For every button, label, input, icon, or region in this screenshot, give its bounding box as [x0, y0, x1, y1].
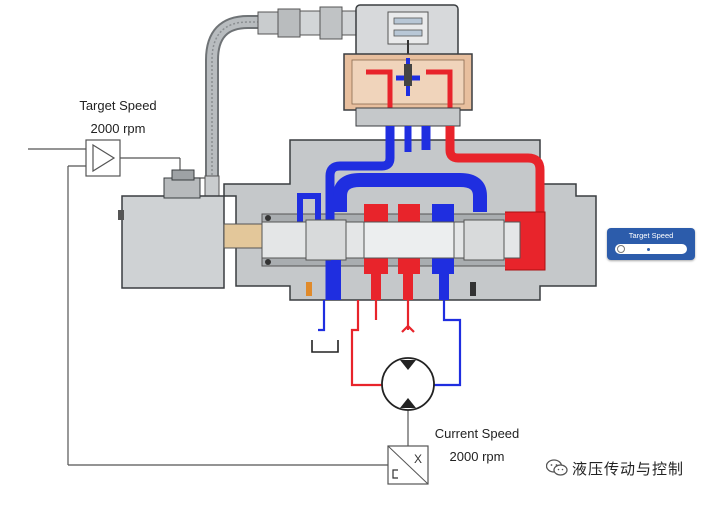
current-speed-value: 2000 rpm: [449, 449, 505, 464]
pilot-valve: [343, 4, 473, 127]
watermark: 液压传动与控制: [546, 456, 684, 480]
current-speed-label: Current Speed: [434, 426, 520, 441]
signal-lines: [28, 148, 409, 466]
target-speed-slider[interactable]: [615, 244, 687, 254]
hydraulic-lines: [318, 300, 462, 387]
hydraulic-motor: [381, 357, 435, 411]
signal-cable: [204, 6, 359, 199]
widget-title: Target Speed: [628, 231, 674, 240]
tank-symbol: [311, 340, 339, 353]
sensor-symbol: X: [414, 452, 422, 466]
target-speed-widget: Target Speed: [607, 228, 695, 260]
watermark-text: 液压传动与控制: [572, 460, 685, 478]
motor-housing: [118, 169, 263, 289]
wechat-icon: [546, 459, 568, 476]
target-speed-label: Target Speed: [79, 98, 157, 113]
main-valve-body: [223, 126, 597, 301]
slider-knob[interactable]: [617, 245, 625, 253]
amplifier-block: [85, 139, 121, 177]
target-speed-value: 2000 rpm: [90, 121, 146, 136]
speed-sensor-block: X: [387, 445, 429, 485]
slider-indicator-dot: [647, 247, 650, 251]
